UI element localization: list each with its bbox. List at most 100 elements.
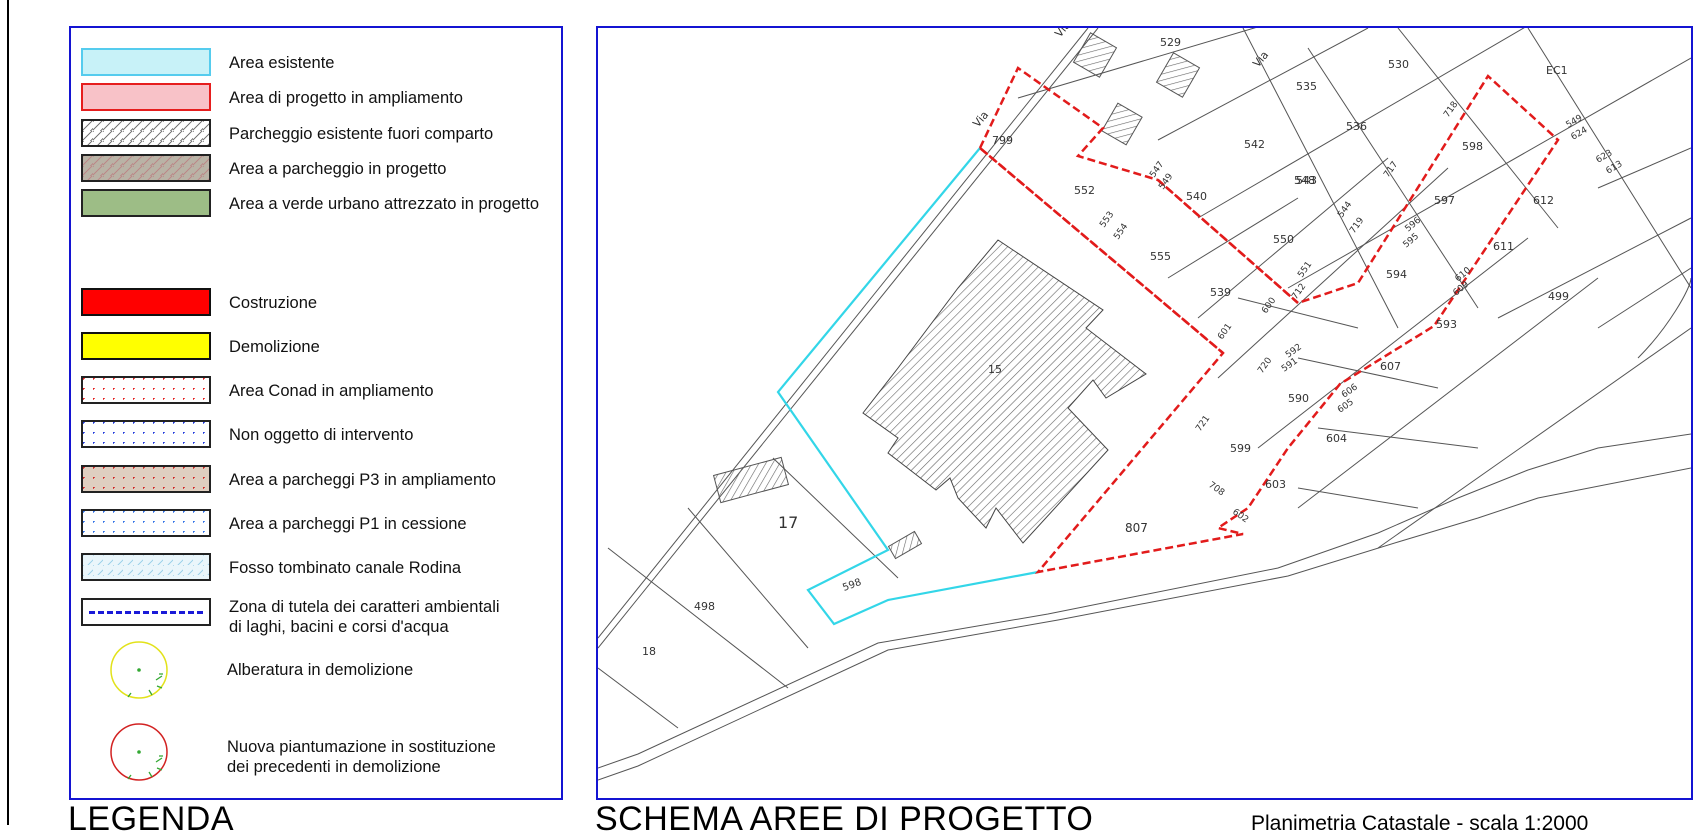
parcel-label: 548	[1294, 174, 1315, 187]
parcel-label: EC1	[1546, 64, 1568, 77]
parcel-label: 594	[1386, 268, 1407, 281]
parcel-label: 721	[1194, 414, 1212, 434]
cadastral-map: 529 530 535 EC1 799 536 542 552 548 540 …	[598, 28, 1691, 781]
legend-label-line: di laghi, bacini e corsi d'acqua	[229, 618, 449, 636]
map-caption: SCHEMA AREE DI PROGETTO	[595, 800, 1094, 838]
legend-label: Parcheggio esistente fuori comparto	[229, 125, 494, 143]
legend-label-line: Nuova piantumazione in sostituzione	[227, 738, 496, 756]
map-panel: 529 530 535 EC1 799 536 542 552 548 540 …	[596, 26, 1693, 800]
base-linework	[598, 28, 1691, 781]
street-label: Via	[970, 108, 991, 129]
parcel-label: 604	[1326, 432, 1347, 445]
swatch-p1	[81, 509, 211, 537]
legend-label: Area a verde urbano attrezzato in proget…	[229, 195, 540, 213]
legend-caption: LEGENDA	[68, 800, 234, 838]
parcel-label: 550	[1273, 233, 1294, 246]
parcel-label: 15	[988, 363, 1002, 376]
legend-label-line: dei precedenti in demolizione	[227, 758, 441, 776]
legend-label: Area a parcheggi P1 in cessione	[229, 515, 467, 533]
parcel-label: 605	[1336, 397, 1356, 415]
parcel-label: 613	[1605, 159, 1625, 176]
parcel-label: 717	[1382, 160, 1400, 180]
swatch-area-esistente	[81, 48, 211, 76]
scale-caption: Planimetria Catastale - scala 1:2000	[1251, 812, 1589, 835]
parcel-label: 597	[1434, 194, 1455, 207]
parcel-label: 554	[1112, 222, 1130, 242]
parcel-label: 603	[1265, 478, 1286, 491]
page-left-rule	[7, 0, 9, 825]
legend-label: Costruzione	[229, 294, 318, 312]
legend-label-tutela: Zona di tutela dei caratteri ambientali …	[229, 597, 500, 637]
swatch-verde	[81, 189, 211, 217]
parcel-label: 601	[1216, 322, 1234, 342]
parcel-label: 539	[1210, 286, 1231, 299]
parcel-label: 555	[1150, 250, 1171, 263]
parcel-label: 552	[1074, 184, 1095, 197]
street-label: Via	[1052, 28, 1073, 40]
parcel-labels: 529 530 535 EC1 799 536 542 552 548 540 …	[642, 36, 1569, 658]
project-area-outline	[978, 66, 1560, 574]
parcel-label: 600	[1260, 296, 1278, 316]
legend-label: Area di progetto in ampliamento	[229, 89, 463, 107]
swatch-area-ampliamento	[81, 83, 211, 111]
legend-label: Area esistente	[229, 54, 335, 72]
parcel-label: 498	[694, 600, 715, 613]
parcel-label: 530	[1388, 58, 1409, 71]
parcel-label: 611	[1493, 240, 1514, 253]
swatch-conad	[81, 376, 211, 404]
swatch-tutela	[81, 598, 211, 626]
main-building	[862, 239, 1147, 544]
parcel-label: 549	[1157, 172, 1175, 192]
parcel-label: 708	[1206, 480, 1226, 498]
parcel-label: 535	[1296, 80, 1317, 93]
legend-label: Demolizione	[229, 338, 320, 356]
parcel-label: 540	[1186, 190, 1207, 203]
parcel-label: 799	[992, 134, 1013, 147]
legend-label: Non oggetto di intervento	[229, 426, 414, 444]
parcel-label: 18	[642, 645, 656, 658]
legend-label: Area a parcheggio in progetto	[229, 160, 447, 178]
swatch-demolizione	[81, 332, 211, 360]
existing-buildings	[712, 32, 1201, 560]
legend-label-piantumazione: Nuova piantumazione in sostituzione dei …	[227, 737, 496, 777]
parcel-label: 543	[1296, 174, 1317, 187]
parcel-label: 551	[1296, 260, 1314, 280]
swatch-parcheggio-esistente	[81, 119, 211, 147]
parcel-label: 542	[1244, 138, 1265, 151]
swatch-parcheggio-progetto	[81, 154, 211, 182]
swatch-p3	[81, 465, 211, 493]
legend-label: Alberatura in demolizione	[227, 661, 414, 679]
swatch-costruzione	[81, 288, 211, 316]
street-label: Via	[1250, 48, 1271, 69]
parcel-label: 17	[778, 513, 798, 532]
small-parcel-labels: 547 549 553 554 551 712 719 544 718 717 …	[1098, 100, 1624, 526]
parcel-label: 598	[1462, 140, 1483, 153]
legend-label: Fosso tombinato canale Rodina	[229, 559, 462, 577]
parcel-label: 536	[1346, 120, 1367, 133]
parcel-label: 720	[1256, 356, 1274, 376]
parcel-label: 529	[1160, 36, 1181, 49]
swatch-non-oggetto	[81, 420, 211, 448]
parcel-label: 593	[1436, 318, 1457, 331]
legend-label-line: Zona di tutela dei caratteri ambientali	[229, 598, 500, 616]
parcel-label: 499	[1548, 290, 1569, 303]
parcel-label: 807	[1125, 521, 1148, 535]
parcel-label: 599	[1230, 442, 1251, 455]
parcel-label: 553	[1098, 210, 1116, 230]
legend-panel: Area esistente Area di progetto in ampli…	[69, 26, 563, 800]
parcel-label: 719	[1348, 216, 1366, 236]
parcel-label: 590	[1288, 392, 1309, 405]
tree-demolition-icon	[110, 641, 168, 699]
swatch-fosso	[81, 553, 211, 581]
legend-label: Area Conad in ampliamento	[229, 382, 434, 400]
parcel-label: 607	[1380, 360, 1401, 373]
parcel-label: 612	[1533, 194, 1554, 207]
tree-new-planting-icon	[110, 723, 168, 781]
parcel-label: 595	[1402, 232, 1422, 251]
parcel-label: 609	[1452, 279, 1472, 298]
legend-label: Area a parcheggi P3 in ampliamento	[229, 471, 496, 489]
parcel-label: 598	[841, 577, 863, 594]
parcel-label: 544	[1336, 200, 1354, 220]
existing-area-outline	[776, 147, 1039, 626]
parcel-label: 591	[1280, 356, 1300, 374]
